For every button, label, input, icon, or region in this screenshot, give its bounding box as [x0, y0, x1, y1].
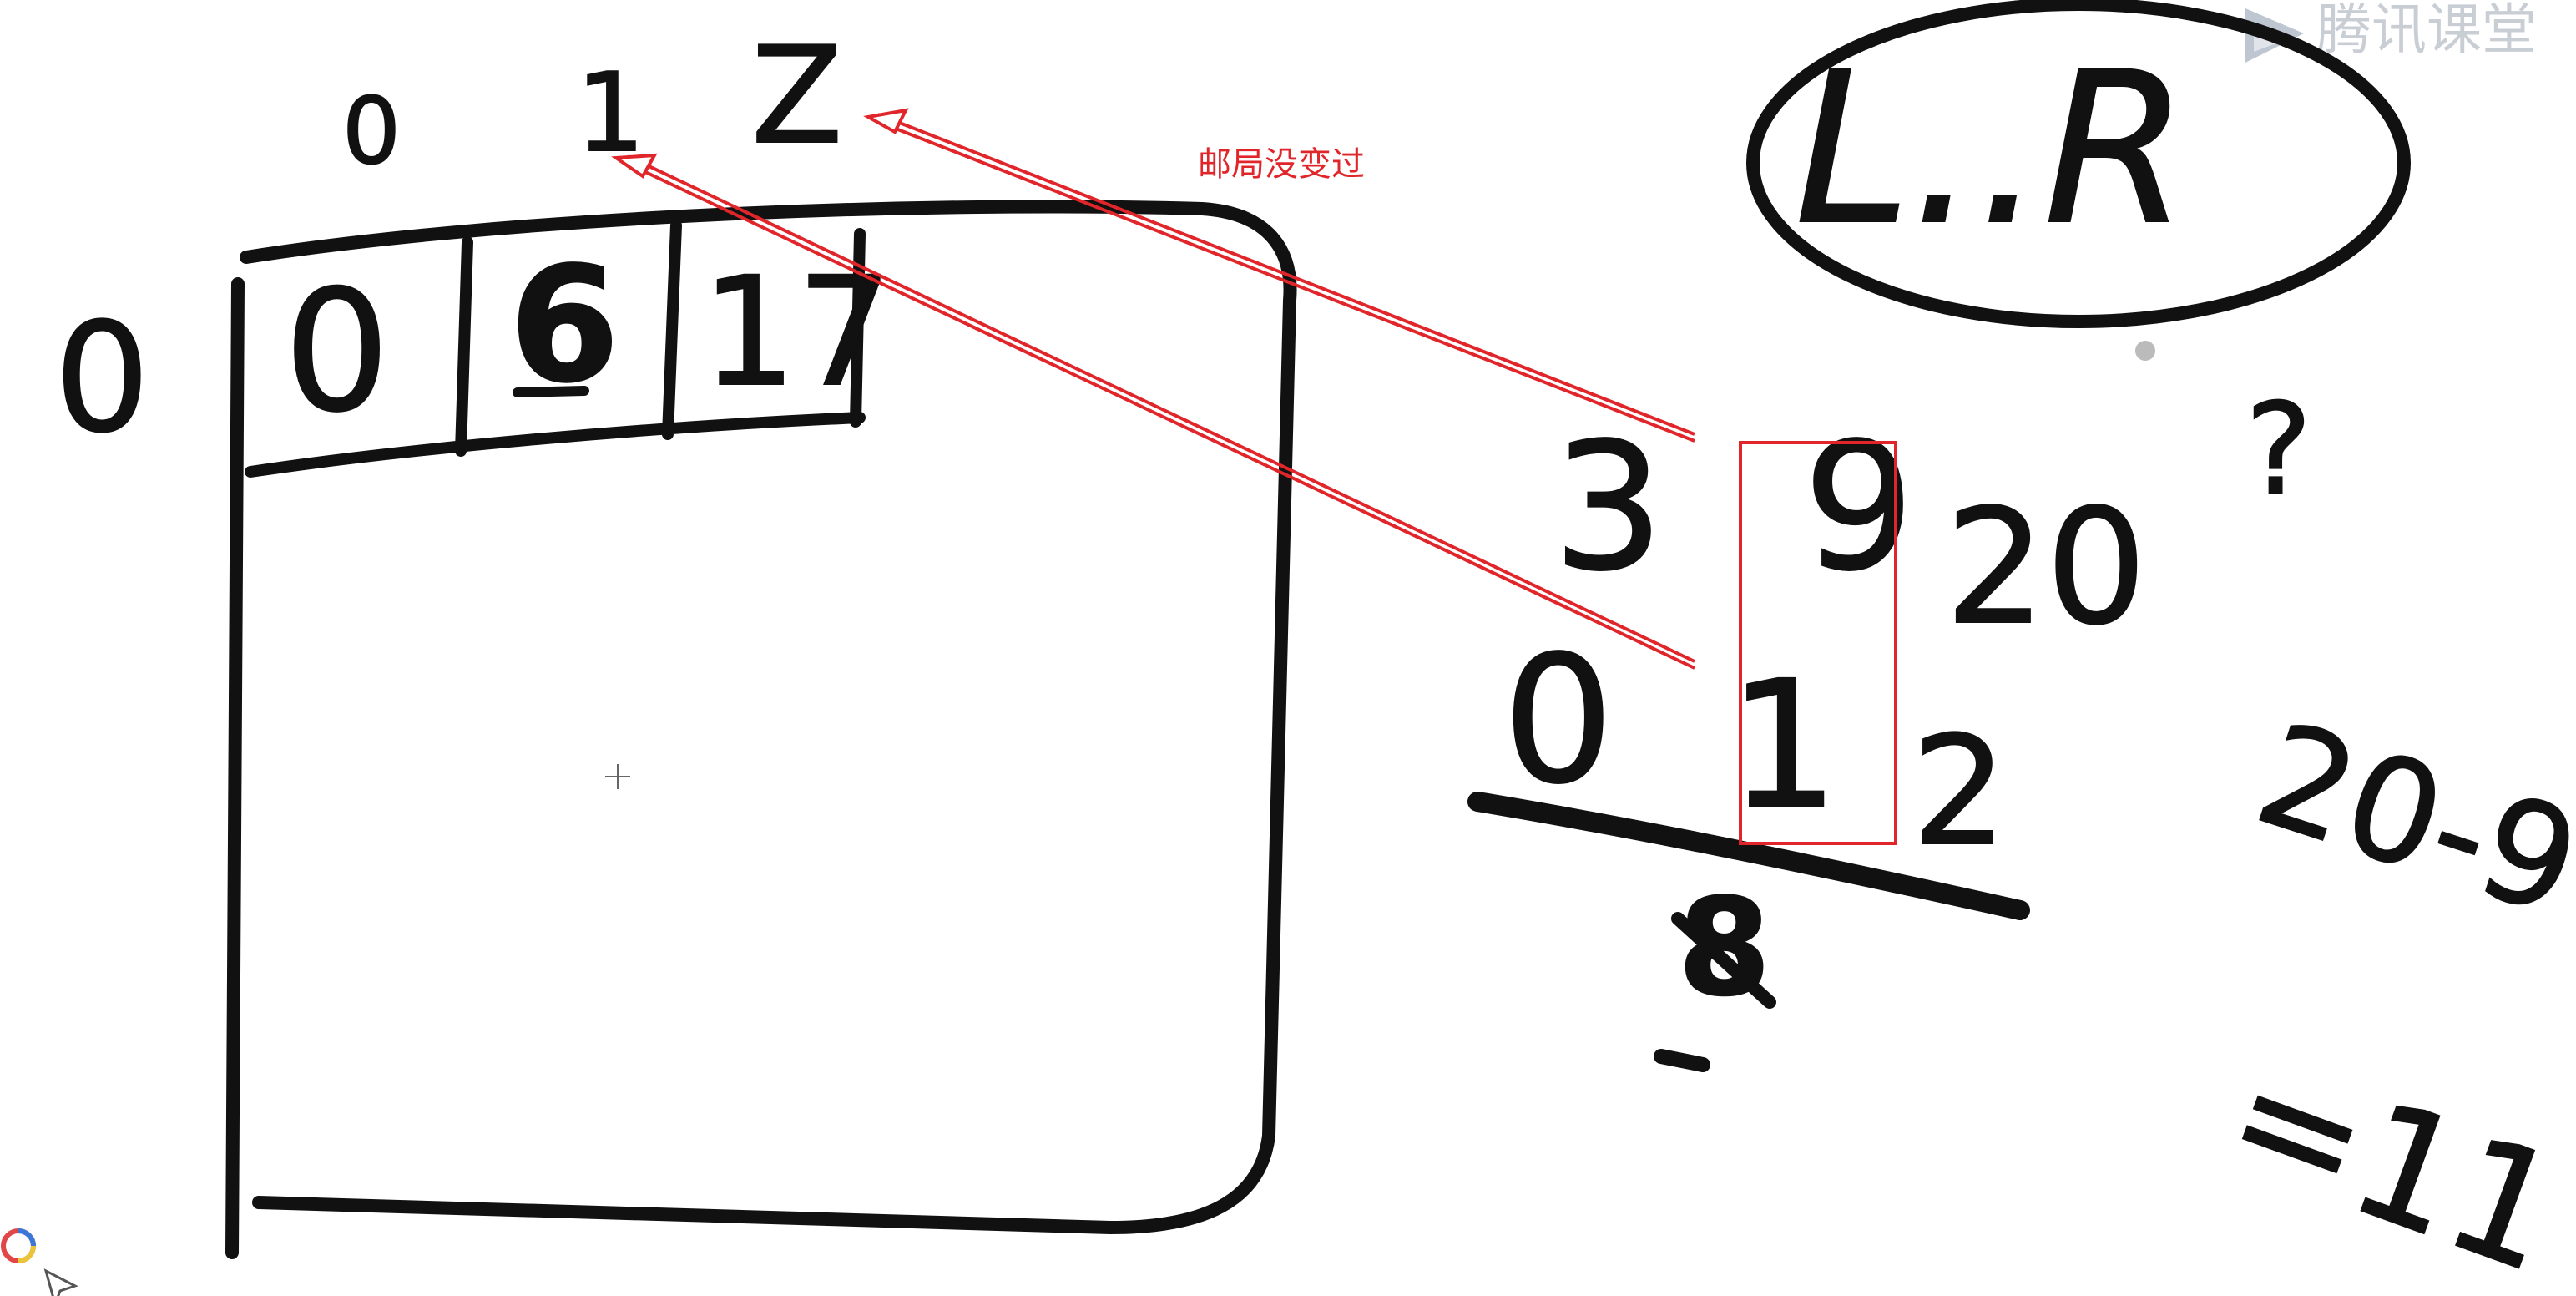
cell-value-2: 17 [701, 246, 892, 420]
watermark-text: 腾讯课堂 [2316, 0, 2537, 62]
position-value-0: 3 [1553, 405, 1664, 610]
position-index-2: 2 [1912, 705, 2008, 879]
cell-underline [513, 386, 589, 397]
position-value-2: 20 [1945, 475, 2147, 660]
calc-line-2: =11 [2205, 1020, 2576, 1296]
watermark: 腾讯课堂 [2245, 0, 2537, 63]
col-index-2: Z [751, 18, 843, 174]
big-box [225, 200, 1297, 1259]
cursor-arrow-icon[interactable] [43, 1268, 78, 1296]
struck-mark: 8 [1678, 869, 1770, 1025]
dash-mark [1654, 1049, 1710, 1072]
strike-line [1671, 912, 1776, 1009]
cells-row [245, 220, 866, 478]
position-value-1: 9 [1803, 405, 1915, 610]
tool-panel[interactable] [1, 1228, 78, 1296]
thick-underline [1467, 792, 2030, 920]
question-mark: ? [2245, 377, 2312, 523]
range-ellipse [1746, 0, 2411, 328]
arrow-to-col-2 [863, 108, 1695, 443]
cell-value-0: 0 [284, 255, 390, 449]
arrow-to-col-1 [611, 153, 1695, 670]
position-index-0: 0 [1503, 618, 1614, 823]
range-label: L..R [1795, 28, 2189, 271]
col-index-0: 0 [342, 78, 401, 185]
crosshair-cursor-icon [605, 764, 630, 789]
dot-mark [2135, 341, 2155, 361]
color-wheel-icon[interactable] [1, 1228, 36, 1263]
calc-line-1: 20-9 [2240, 691, 2576, 949]
highlight-rect [1739, 441, 1897, 845]
row-index-0: 0 [54, 291, 150, 466]
position-index-1: 1 [1728, 643, 1840, 848]
annotation-note: 邮局没变过 [1198, 145, 1365, 184]
